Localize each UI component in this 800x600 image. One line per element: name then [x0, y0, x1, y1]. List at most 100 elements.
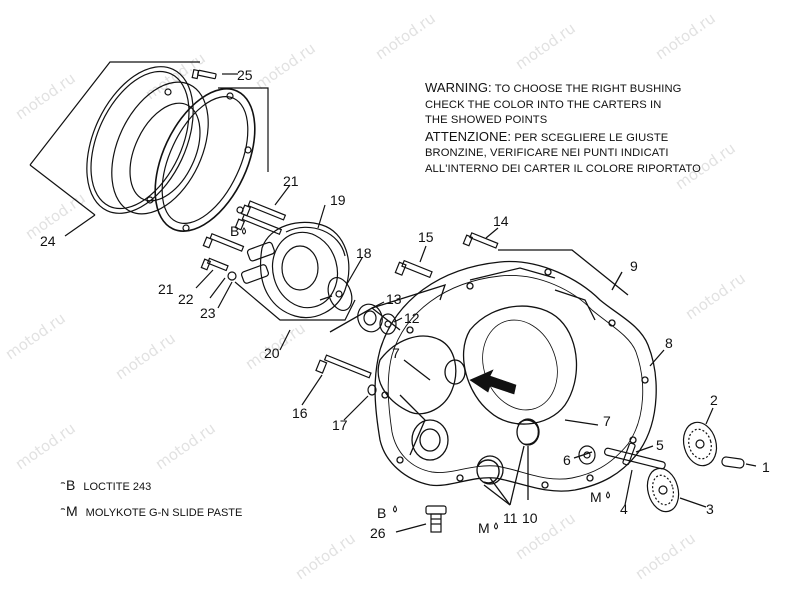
- seal-bearing-group: [357, 301, 403, 335]
- warning-text: TO CHOOSE THE RIGHT BUSHING: [494, 83, 682, 95]
- group-bracket-20: [234, 281, 356, 321]
- callout-3: 3: [706, 501, 714, 517]
- gasket-ring-inner: [90, 70, 190, 210]
- callout-19: 19: [330, 192, 346, 208]
- bolt-lug: [226, 92, 234, 100]
- screw-16: [315, 354, 372, 379]
- shaft-bore: [444, 359, 466, 385]
- leader-15: [419, 245, 427, 263]
- callout-21b: 21: [158, 281, 174, 297]
- group-bracket-9: [498, 249, 629, 296]
- legend-symbol: ิM: [66, 503, 78, 519]
- bolt-hole: [641, 376, 649, 384]
- clutch-cover-assembly: [29, 61, 269, 237]
- leader-9: [611, 271, 623, 291]
- fitting-body: [430, 513, 442, 533]
- bolt-lug: [164, 88, 172, 96]
- bushing-seat-lower: [476, 455, 504, 485]
- leader-11a: [483, 484, 511, 506]
- bolt-hole: [608, 319, 616, 327]
- callout-5: 5: [656, 437, 664, 453]
- gasket-ring: [86, 66, 194, 214]
- watermark-text: motod.ru: [632, 529, 699, 583]
- attenzione-text: PER SCEGLIERE LE GIUSTE: [514, 131, 669, 144]
- droplet-icon: [242, 227, 246, 235]
- watermark-text: motod.ru: [512, 19, 579, 73]
- washer-17: [367, 384, 377, 396]
- callout-2: 2: [710, 392, 718, 408]
- leader-14: [485, 227, 499, 239]
- group-bracket-24b: [29, 164, 96, 216]
- gear-2-teeth: [688, 428, 712, 460]
- leader-1: [745, 463, 757, 467]
- callout-7b: 7: [603, 413, 611, 429]
- fitting-head: [425, 505, 447, 515]
- leader-11b: [509, 445, 525, 506]
- leader-21b: [195, 269, 214, 289]
- callout-6: 6: [563, 452, 571, 468]
- pin-1: [721, 456, 745, 469]
- pump-boss: [281, 245, 319, 291]
- leader-7a: [403, 359, 431, 381]
- screw-14: [462, 232, 499, 249]
- legend-symbol: ิB: [66, 477, 76, 493]
- gear-2-hub: [695, 439, 705, 449]
- impeller-hub: [335, 290, 343, 298]
- bolt-hole: [541, 481, 549, 489]
- gear-2: [682, 421, 718, 467]
- legend-loctite: ิB LOCTITE 243: [66, 477, 151, 495]
- seal-12: [379, 313, 397, 335]
- droplets: [242, 227, 610, 530]
- callout-22: 22: [178, 291, 194, 307]
- bolt-lug: [244, 146, 252, 154]
- pump-inlet-pipe: [240, 264, 270, 284]
- bearing-13: [357, 303, 383, 333]
- gear-3-teeth: [651, 474, 675, 506]
- callouts: 1 2 3 4 5 6 7 7 8 9 10 11 12 13 14 15 16…: [40, 67, 770, 541]
- callout-m-lower: M: [478, 520, 490, 536]
- watermark-text: motod.ru: [152, 419, 219, 473]
- leader-5: [635, 445, 654, 453]
- clutch-bore-inner: [482, 319, 558, 411]
- gear-shaft-group: [578, 407, 757, 513]
- callout-14: 14: [493, 213, 509, 229]
- legend-text: LOCTITE 243: [83, 481, 152, 493]
- balancer-seat-inner: [419, 428, 441, 452]
- bolt-hole: [466, 282, 474, 290]
- callout-15: 15: [418, 229, 434, 245]
- attenzione-keyword: ATTENZIONE:: [425, 128, 512, 144]
- callout-20: 20: [264, 345, 280, 361]
- leader-17: [343, 395, 369, 421]
- clutch-bore: [462, 305, 578, 425]
- cover-frame-inner: [161, 96, 249, 224]
- washer-6: [578, 445, 596, 465]
- washer-6-bore: [583, 451, 591, 459]
- callout-23: 23: [200, 305, 216, 321]
- callout-13: 13: [386, 291, 402, 307]
- watermark-text: motod.ru: [682, 269, 749, 323]
- drain-fitting-26: [395, 505, 447, 533]
- balancer-seat: [411, 419, 449, 461]
- cover-dome: [111, 81, 209, 215]
- bolt-hole: [396, 456, 404, 464]
- leader-2: [705, 407, 714, 425]
- water-pump-assembly: [195, 184, 363, 351]
- crankcase-flange: [387, 275, 644, 480]
- bolt-hole: [456, 474, 464, 482]
- watermark-text: motod.ru: [372, 9, 439, 63]
- callout-b-lower: B: [377, 505, 386, 521]
- impeller: [327, 276, 353, 312]
- screw-25: [191, 68, 217, 80]
- pump-housing: [260, 221, 350, 319]
- screw-21-mid: [234, 213, 283, 236]
- group-bracket-24: [29, 61, 200, 166]
- screw-22: [200, 257, 229, 272]
- pump-outlet-pipe: [246, 241, 275, 262]
- leader-8: [649, 349, 665, 367]
- bolt-hole: [586, 474, 594, 482]
- bolt-hole: [544, 268, 552, 276]
- callout-b-upper: B: [230, 223, 239, 239]
- leader-16: [301, 374, 323, 406]
